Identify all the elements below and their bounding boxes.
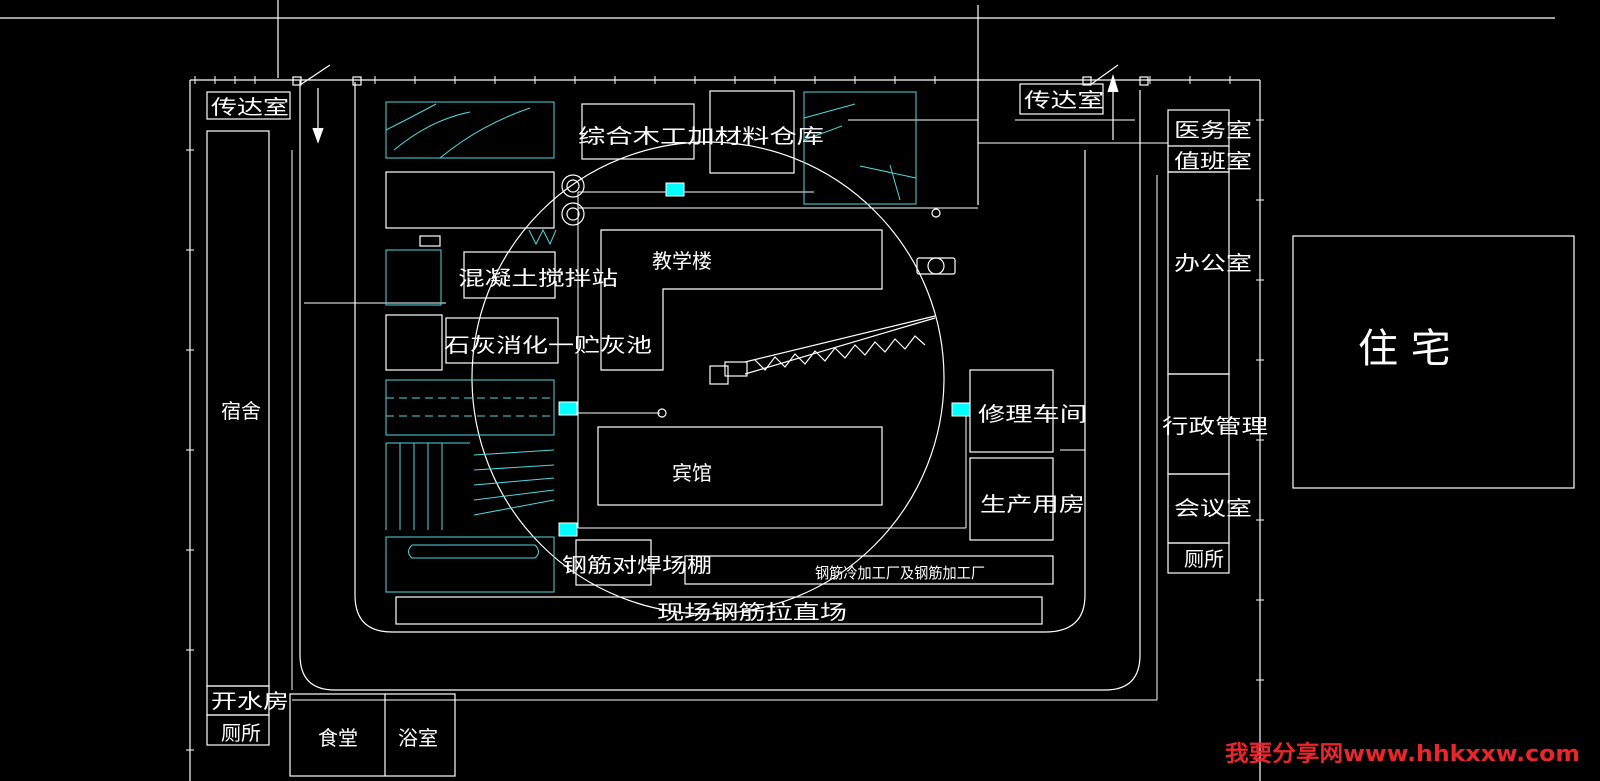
residence-box: [1292, 235, 1575, 489]
production-room-box: [969, 457, 1054, 541]
toilet-right-label: 厕所: [1184, 547, 1224, 571]
crane-radius-circle: [471, 141, 945, 615]
material-area-pipes: [385, 536, 555, 593]
wood-store-box-1: [581, 103, 695, 160]
wood-store-label: 综合木工加材料仓库: [578, 124, 824, 148]
pump-symbol-2: [561, 202, 585, 226]
rebar-weld-shed-box: [575, 539, 652, 586]
tower-crane: [709, 315, 936, 385]
valve-symbol: [657, 408, 667, 418]
canteen-label: 食堂: [318, 726, 358, 750]
gate-left-box: [206, 91, 291, 120]
rebar-straightening-label: 现场钢筋拉直场: [657, 600, 847, 624]
office-label: 办公室: [1174, 251, 1252, 275]
rebar-straightening-box: [395, 596, 1043, 625]
rebar-cold-factory-box: [684, 555, 1054, 585]
wood-store-box-2: [709, 90, 795, 174]
valve-symbol-2: [931, 208, 941, 218]
concrete-station-box: [463, 251, 556, 299]
hotel-box: [597, 426, 883, 506]
duty-room-label: 值班室: [1174, 149, 1252, 173]
hoist-symbol: [916, 257, 956, 275]
residence-label: 住 宅: [1358, 326, 1451, 372]
pump-symbol-1: [561, 174, 585, 198]
inner-fence: [299, 80, 1141, 691]
material-area-formwork: [803, 91, 917, 205]
material-yard-box: [385, 171, 555, 229]
teaching-building-label: 教学楼: [652, 249, 712, 273]
hydrant-3: [558, 522, 578, 537]
lime-box-1: [385, 314, 443, 371]
site-fence: [189, 79, 1261, 781]
boiler-room-label: 开水房: [211, 689, 289, 713]
dormitory-label: 宿舍: [221, 399, 261, 423]
road-boundary: [354, 82, 1086, 633]
lime-box-2: [445, 317, 559, 364]
hydrant-2: [558, 401, 578, 416]
gate-post-right-2: [1139, 76, 1149, 86]
fence-ticks: [186, 76, 1264, 761]
concrete-station-label: 混凝土搅拌站: [458, 266, 618, 290]
rebar-weld-shed-label: 钢筋对焊场棚: [562, 553, 712, 577]
bathroom-label: 浴室: [398, 726, 438, 750]
admin-label: 行政管理: [1162, 414, 1268, 438]
canteen-bath-box: [289, 693, 456, 777]
toilet-left-label: 厕所: [221, 721, 261, 745]
material-area-sand: [385, 101, 555, 159]
rebar-cold-factory-label: 钢筋冷加工厂及钢筋加工厂: [815, 564, 985, 582]
material-area-brick: [385, 379, 555, 436]
mixer-symbol: [419, 235, 441, 247]
hydrant-4: [951, 402, 971, 417]
gate-post-left-2: [352, 76, 362, 86]
production-room-label: 生产用房: [980, 492, 1085, 516]
hydrant-1: [665, 182, 685, 197]
clinic-label: 医务室: [1174, 118, 1252, 142]
meeting-room-label: 会议室: [1174, 496, 1252, 520]
teaching-building-outline: [600, 229, 883, 371]
gate-right-box: [1019, 83, 1104, 115]
toilet-right-box: [1167, 542, 1230, 574]
material-area-steel: [385, 442, 555, 530]
gate-right-label: 传达室: [1024, 88, 1104, 112]
lime-pool-label: 石灰消化一贮灰池: [444, 333, 652, 357]
gate-post-left: [292, 76, 302, 86]
aggregate-symbol: [528, 228, 557, 246]
toilet-left-box: [206, 714, 270, 746]
watermark-text: 我要分享网www.hhkxxw.com: [1225, 741, 1580, 767]
gate-left-label: 传达室: [211, 95, 289, 119]
repair-shop-label: 修理车间: [978, 402, 1087, 426]
material-area-cement: [385, 249, 442, 306]
utility-lines: [291, 119, 1168, 701]
hotel-label: 宾馆: [672, 461, 712, 485]
gate-post-right: [1082, 76, 1092, 86]
